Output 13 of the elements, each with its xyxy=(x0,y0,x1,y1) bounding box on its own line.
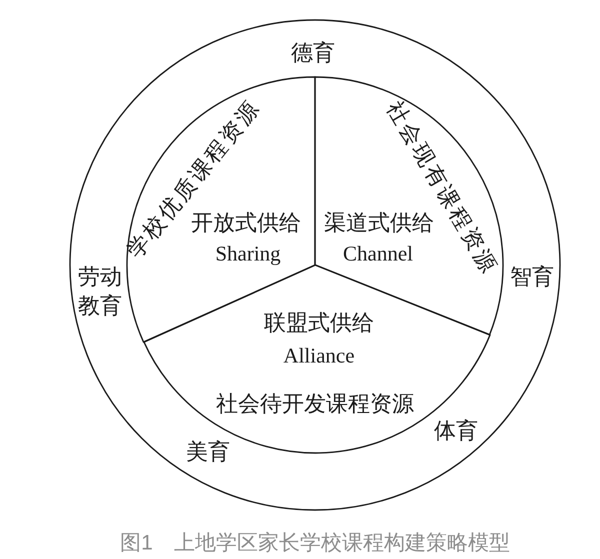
sector-subtitle: Alliance xyxy=(283,343,355,369)
sector-subtitle: Channel xyxy=(343,241,413,267)
sector-title: 开放式供给 xyxy=(191,210,301,236)
sector-title: 渠道式供给 xyxy=(324,210,434,236)
resource-label: 社会待开发课程资源 xyxy=(216,390,414,418)
figure-caption: 图1 上地学区家长学校课程构建策略模型 xyxy=(120,530,510,556)
ring-label: 劳动教育 xyxy=(77,263,123,320)
sector-subtitle: Sharing xyxy=(215,241,281,267)
sector-title: 联盟式供给 xyxy=(264,310,374,336)
ring-label: 智育 xyxy=(510,264,554,290)
ring-label: 体育 xyxy=(434,418,478,444)
ring-label: 德育 xyxy=(291,40,335,66)
ring-label: 美育 xyxy=(186,438,230,466)
